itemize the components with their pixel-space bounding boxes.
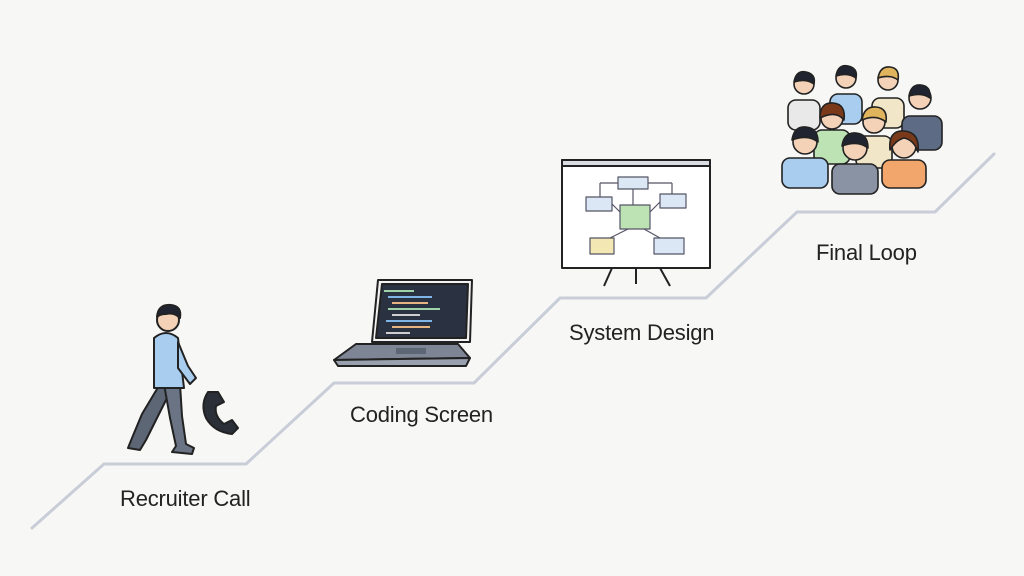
step-label-coding-screen: Coding Screen	[350, 402, 493, 427]
step-label-system-design: System Design	[569, 320, 715, 345]
person-on-phone-icon	[127, 303, 239, 455]
laptop-code-icon	[333, 279, 473, 367]
step-label-final-loop: Final Loop	[816, 240, 917, 265]
interview-panel-icon	[781, 64, 943, 195]
staircase-path	[30, 152, 996, 530]
whiteboard-diagram-icon	[561, 159, 711, 287]
step-label-recruiter-call: Recruiter Call	[120, 486, 251, 511]
